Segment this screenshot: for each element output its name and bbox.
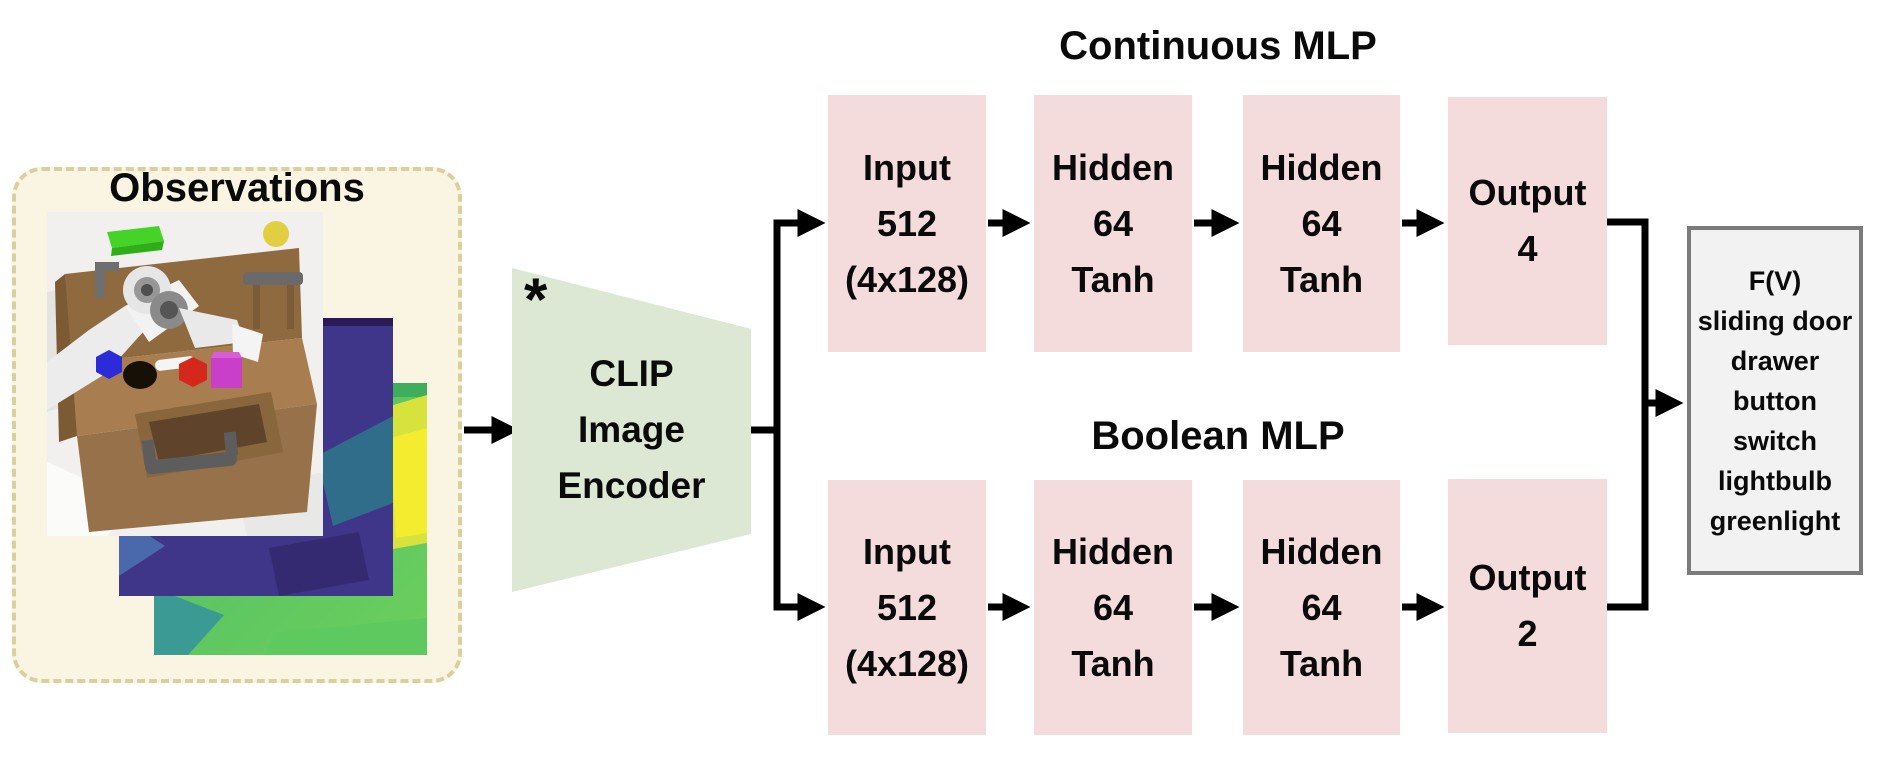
continuous-mlp-title: Continuous MLP: [1059, 24, 1377, 68]
boolean-hidden-layer-1: Hidden 64 Tanh: [1034, 480, 1192, 735]
continuous-output-layer: Output 4: [1448, 97, 1607, 345]
clip-encoder-label: CLIP Image Encoder: [557, 353, 706, 506]
boolean-output-layer: Output 2: [1448, 479, 1607, 733]
rgb-robot-scene-image: [47, 212, 323, 536]
continuous-hidden-layer-2: Hidden 64 Tanh: [1243, 95, 1400, 352]
boolean-hidden-layer-2: Hidden 64 Tanh: [1243, 480, 1400, 735]
continuous-input-layer: Input 512 (4x128): [828, 95, 986, 352]
function-output-box: F(V) sliding door drawer button switch l…: [1687, 226, 1863, 575]
footnote-asterisk: *: [524, 266, 548, 333]
clip-encoder-trapezoid: [512, 268, 751, 592]
boolean-input-layer: Input 512 (4x128): [828, 480, 986, 735]
boolean-mlp-title: Boolean MLP: [1091, 414, 1345, 458]
continuous-hidden-layer-1: Hidden 64 Tanh: [1034, 95, 1192, 352]
observations-title: Observations: [109, 166, 365, 210]
